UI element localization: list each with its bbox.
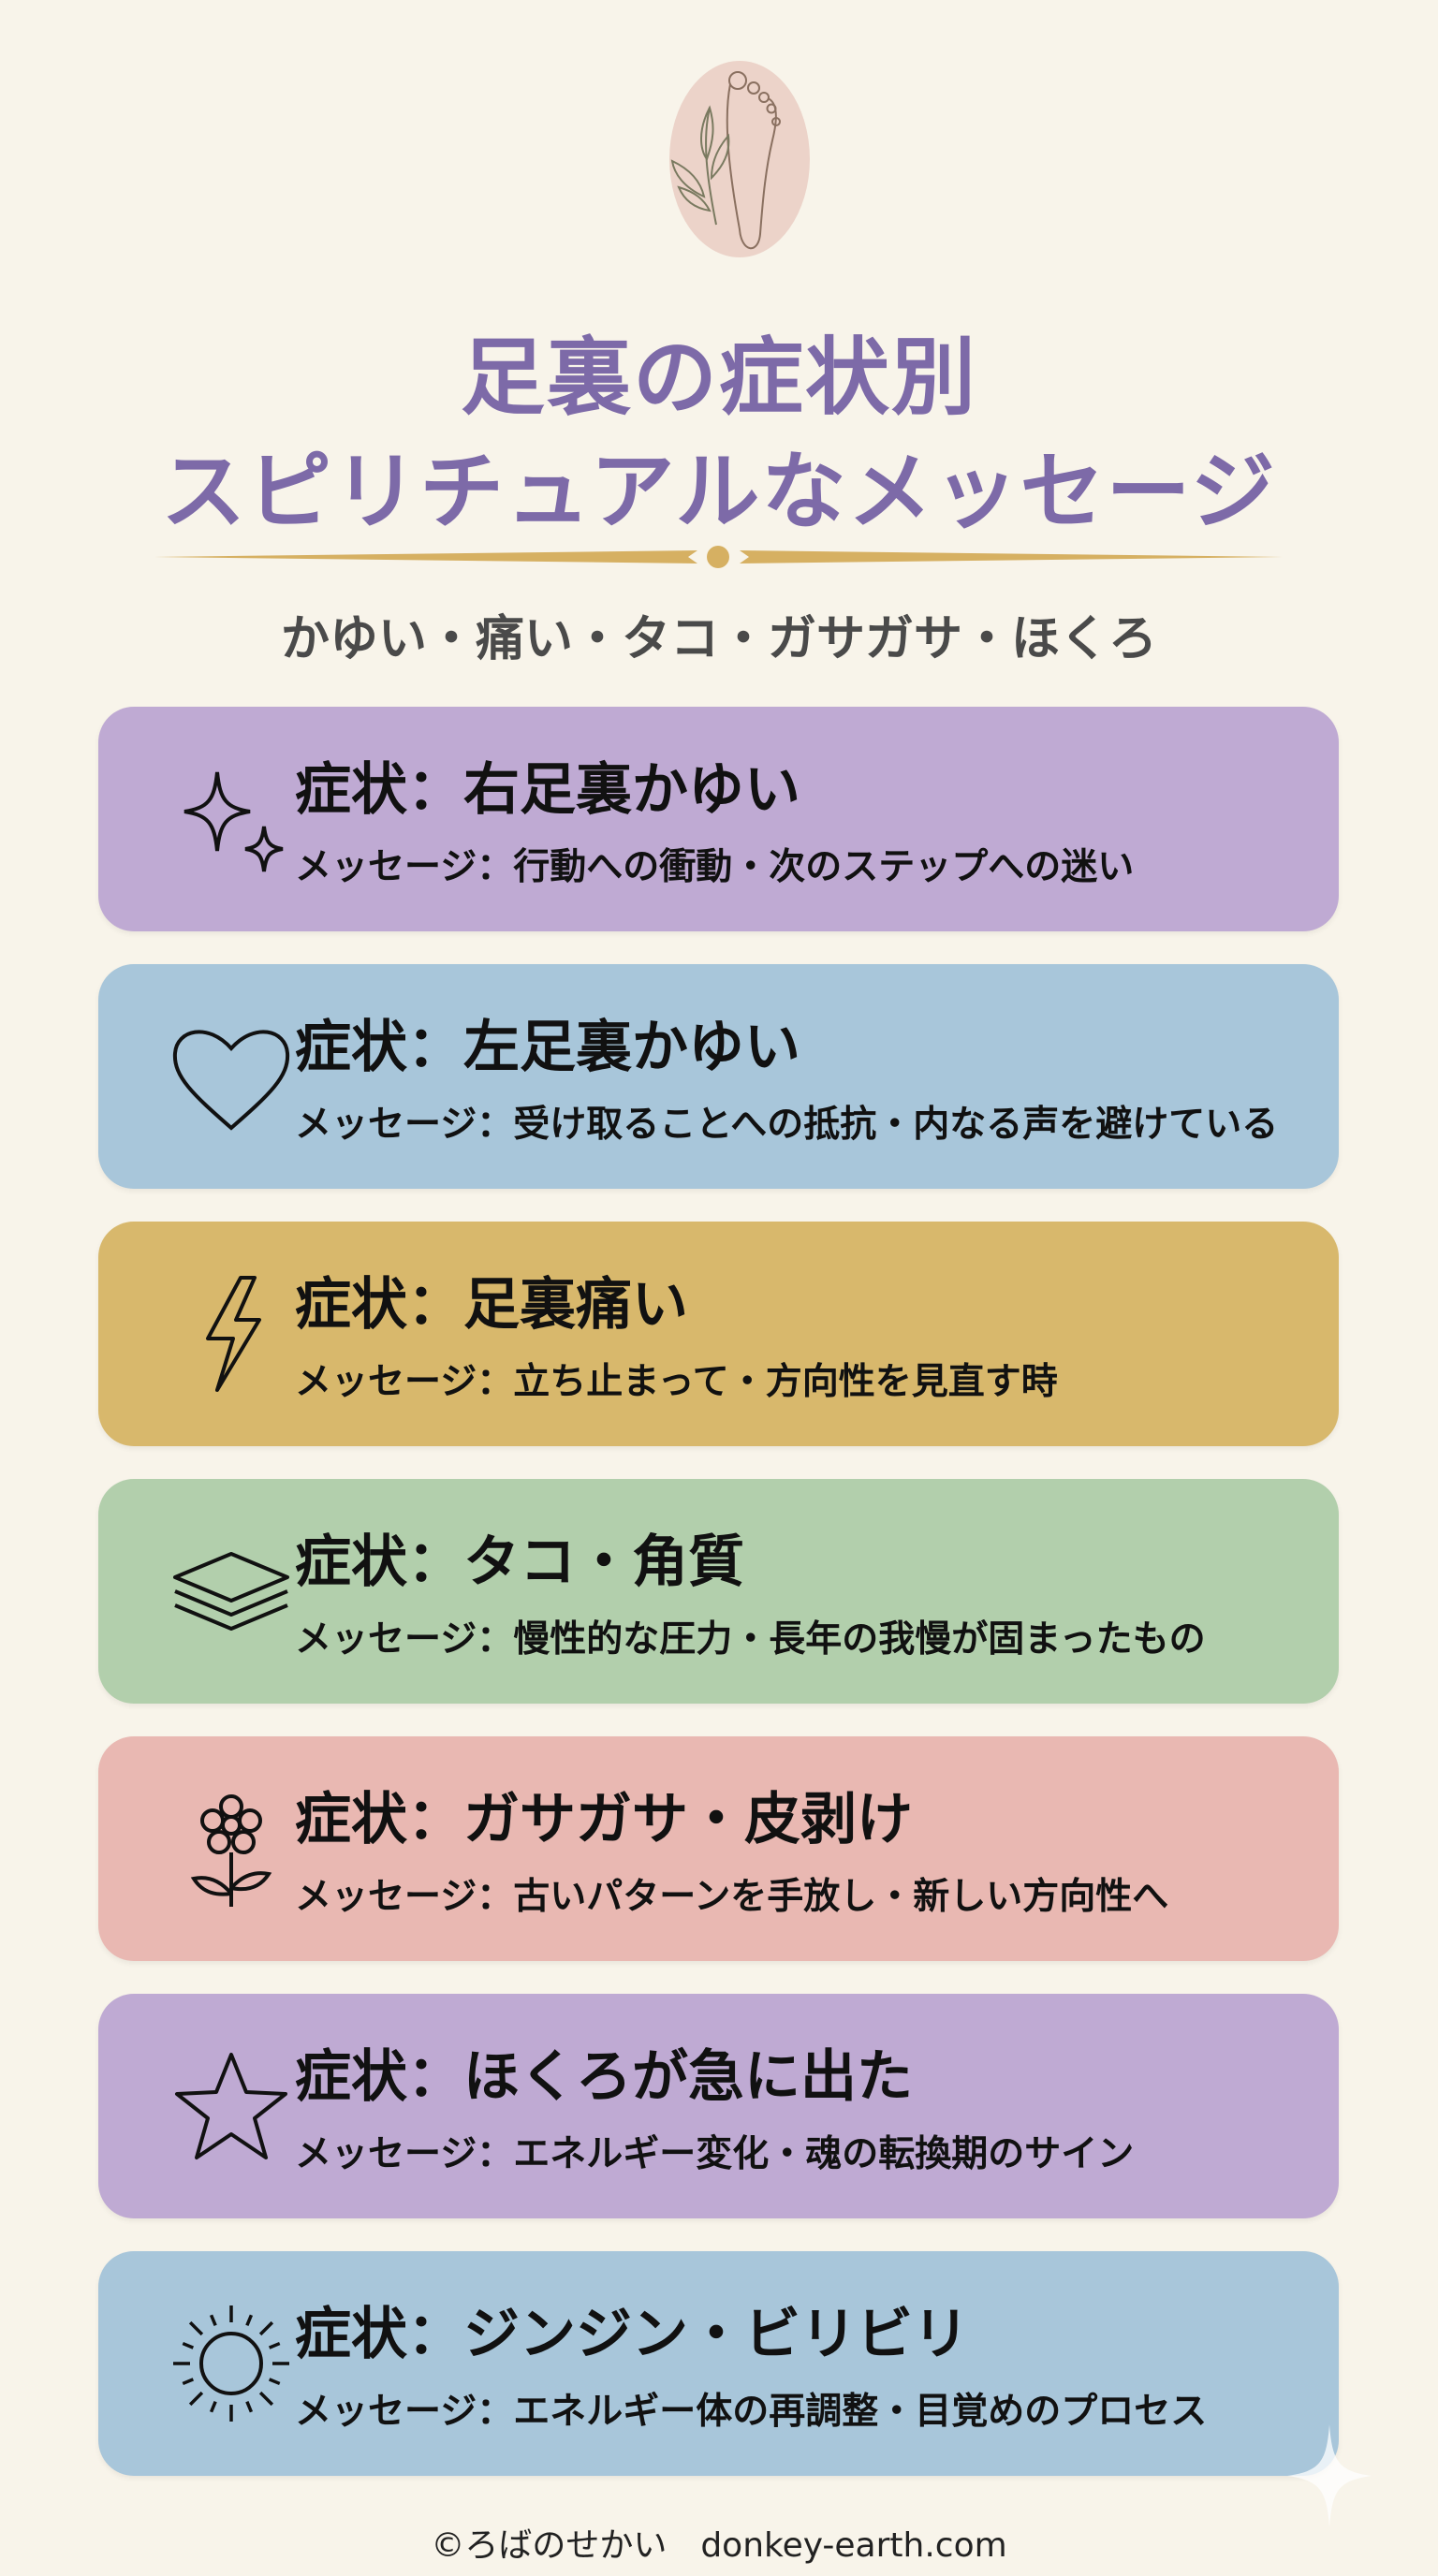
message-text: メッセージ：立ち止まって・方向性を見直す時 (295, 1361, 1058, 1403)
message-text: メッセージ：受け取ることへの抵抗・内なる声を避けている (295, 1104, 1279, 1146)
symptom-card: 症状：左足裏かゆい メッセージ：受け取ることへの抵抗・内なる声を避けている (98, 964, 1339, 1189)
layers-icon (173, 1552, 289, 1631)
symptom-card: 症状：ジンジン・ビリビリ メッセージ：エネルギー体の再調整・目覚めのプロセス (98, 2251, 1339, 2476)
message-text: メッセージ：古いパターンを手放し・新しい方向性へ (295, 1876, 1169, 1918)
symptom-text: 症状：タコ・角質 (295, 1530, 744, 1595)
gold-divider (154, 546, 1283, 568)
message-text: メッセージ：行動への衝動・次のステップへの迷い (295, 846, 1135, 888)
symptom-card: 症状：ほくろが急に出た メッセージ：エネルギー変化・魂の転換期のサイン (98, 1994, 1339, 2218)
subtitle: かゆい・痛い・タコ・ガサガサ・ほくろ (280, 611, 1157, 667)
symptom-text: 症状：左足裏かゆい (295, 1015, 800, 1080)
symptom-text: 症状：右足裏かゆい (295, 757, 800, 823)
heart-icon (172, 1030, 290, 1131)
flower-icon (190, 1794, 272, 1907)
page-title-line1: 足裏の症状別 (461, 329, 977, 427)
symptom-text: 症状：ジンジン・ビリビリ (295, 2302, 969, 2367)
foot-leaf-illustration (669, 61, 810, 257)
footer-credit: ©ろばのせかい donkey-earth.com (431, 2526, 1007, 2565)
symptom-card: 症状：タコ・角質 メッセージ：慢性的な圧力・長年の我慢が固まったもの (98, 1479, 1339, 1704)
message-text: メッセージ：エネルギー体の再調整・目覚めのプロセス (295, 2391, 1208, 2433)
sparkles-icon (183, 771, 284, 872)
symptom-card: 症状：右足裏かゆい メッセージ：行動への衝動・次のステップへの迷い (98, 707, 1339, 931)
symptom-card: 症状：足裏痛い メッセージ：立ち止まって・方向性を見直す時 (98, 1222, 1339, 1446)
symptom-card: 症状：ガサガサ・皮剥け メッセージ：古いパターンを手放し・新しい方向性へ (98, 1736, 1339, 1961)
message-text: メッセージ：エネルギー変化・魂の転換期のサイン (295, 2133, 1135, 2175)
sun-icon (173, 2305, 289, 2422)
star-icon (175, 2053, 287, 2159)
page-title-line2: スピリチュアルなメッセージ (161, 443, 1277, 541)
lightning-icon (206, 1276, 261, 1392)
sparkle-watermark-icon (1287, 2424, 1372, 2527)
symptom-text: 症状：足裏痛い (295, 1272, 688, 1338)
symptom-text: 症状：ガサガサ・皮剥け (295, 1787, 913, 1852)
symptom-text: 症状：ほくろが急に出た (295, 2044, 913, 2110)
message-text: メッセージ：慢性的な圧力・長年の我慢が固まったもの (295, 1618, 1206, 1661)
